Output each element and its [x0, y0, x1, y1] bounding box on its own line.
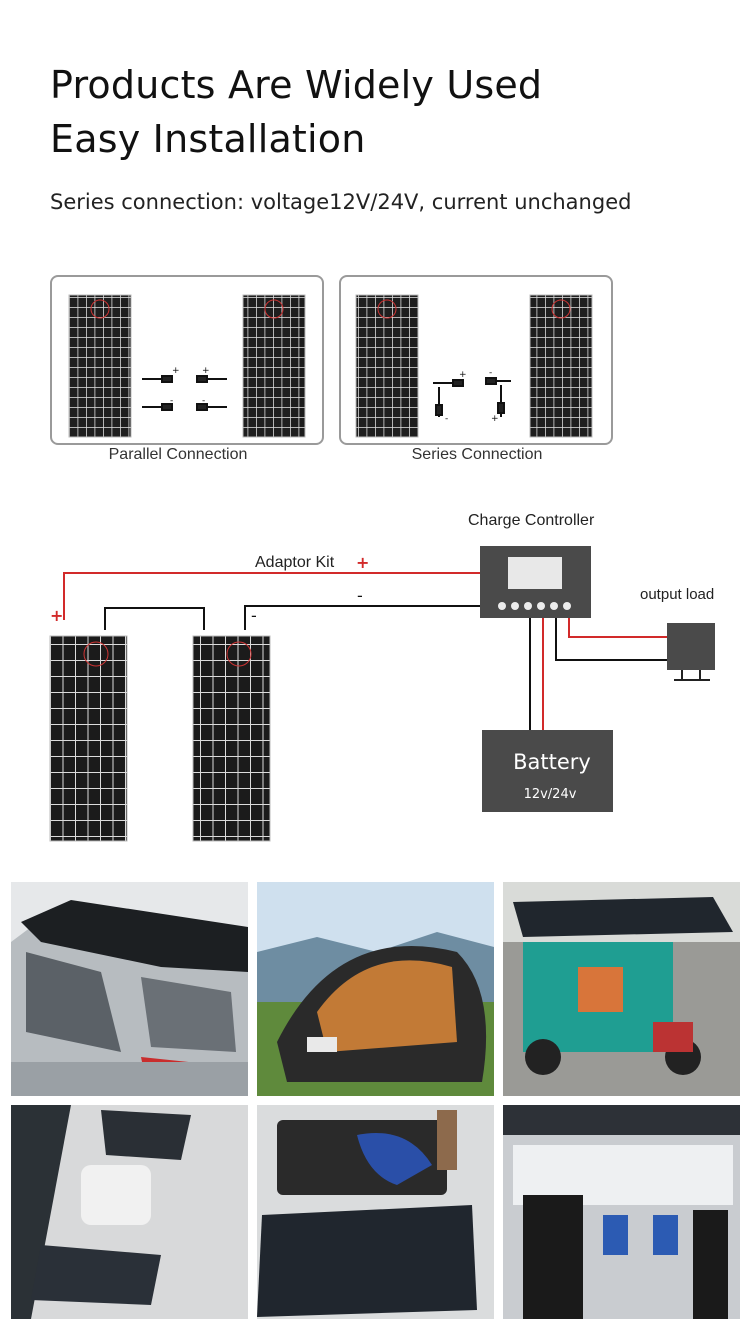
battery-device: [482, 730, 613, 812]
series-connection-label: Series Connection: [411, 446, 543, 463]
charge-controller-label: Charge Controller: [468, 512, 595, 529]
panel-minus-sign: -: [251, 606, 257, 625]
panel-plus-sign: +: [50, 606, 64, 625]
adaptor-minus-sign: -: [357, 586, 363, 605]
photo-exhibition: [503, 1105, 740, 1319]
svg-text:+: +: [459, 370, 467, 380]
parallel-connection-label: Parallel Connection: [108, 446, 248, 463]
svg-text:-: -: [489, 368, 492, 378]
solar-panel-1: [49, 635, 128, 842]
solar-panel-right: [529, 294, 593, 438]
solar-panel-left: [355, 294, 419, 438]
page-subtitle: Series connection: voltage12V/24V, curre…: [50, 190, 632, 214]
adaptor-plus-sign: +: [356, 553, 370, 572]
wiring-diagram-graphic: [49, 546, 715, 842]
photo-tent: [257, 882, 494, 1096]
series-connection-diagram: + - - +: [339, 275, 613, 445]
solar-panel-2: [192, 635, 271, 842]
photo-car-roof: [11, 882, 248, 1096]
photo-installation: [257, 1105, 494, 1319]
output-load-device: [667, 623, 715, 670]
solar-panel-left: [68, 294, 132, 438]
photo-tricycle: [503, 882, 740, 1096]
svg-text:+: +: [202, 366, 210, 376]
svg-text:+: +: [172, 366, 180, 376]
svg-text:+: +: [491, 414, 499, 424]
page-title-line2: Easy Installation: [50, 117, 366, 161]
battery-label: Battery: [513, 750, 591, 774]
adaptor-kit-label: Adaptor Kit: [255, 554, 335, 571]
svg-text:-: -: [202, 396, 205, 406]
parallel-diagram-graphic: + + - -: [68, 294, 306, 438]
parallel-connection-diagram: + + - -: [50, 275, 324, 445]
solar-panel-right: [242, 294, 306, 438]
wiring-diagram: Charge Controller Adaptor Kit + + - - ou…: [0, 500, 750, 850]
svg-text:-: -: [445, 414, 448, 424]
svg-text:-: -: [170, 396, 173, 406]
page-title-line1: Products Are Widely Used: [50, 63, 543, 107]
battery-voltage: 12v/24v: [523, 787, 577, 802]
output-load-label: output load: [640, 586, 715, 603]
photo-rv-roof: [11, 1105, 248, 1319]
series-diagram-graphic: + - - +: [355, 294, 593, 438]
